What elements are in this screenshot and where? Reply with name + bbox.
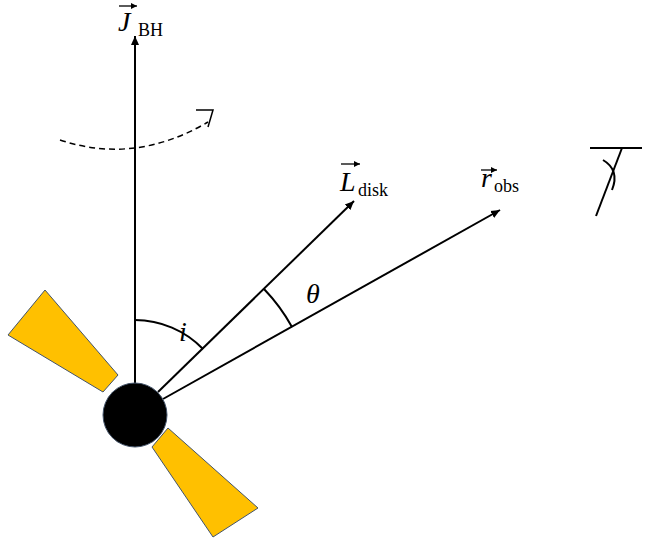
observer-vector (163, 210, 500, 399)
jet (8, 290, 118, 392)
eye-symbol (603, 160, 615, 190)
rotation-arrow (60, 122, 208, 149)
black-hole (103, 383, 167, 447)
disk-vector (158, 201, 354, 392)
angle-label: θ (306, 280, 320, 308)
vector-subscript: disk (358, 181, 388, 199)
vector-accent (341, 163, 360, 164)
angle-arc (264, 289, 292, 327)
jet (152, 428, 258, 537)
spin-vector (134, 36, 136, 383)
angle-arc (135, 320, 203, 349)
vector-symbol: r (481, 164, 492, 192)
vector-accent (119, 5, 137, 6)
vector-symbol: J (118, 8, 130, 36)
vector-subscript: BH (138, 21, 163, 39)
vector-subscript: obs (494, 177, 519, 195)
angle-label: i (179, 318, 187, 346)
vector-symbol: L (340, 168, 356, 196)
rotation-arrowhead (196, 110, 213, 127)
eye-symbol (590, 147, 642, 149)
eye-symbol (596, 148, 622, 216)
